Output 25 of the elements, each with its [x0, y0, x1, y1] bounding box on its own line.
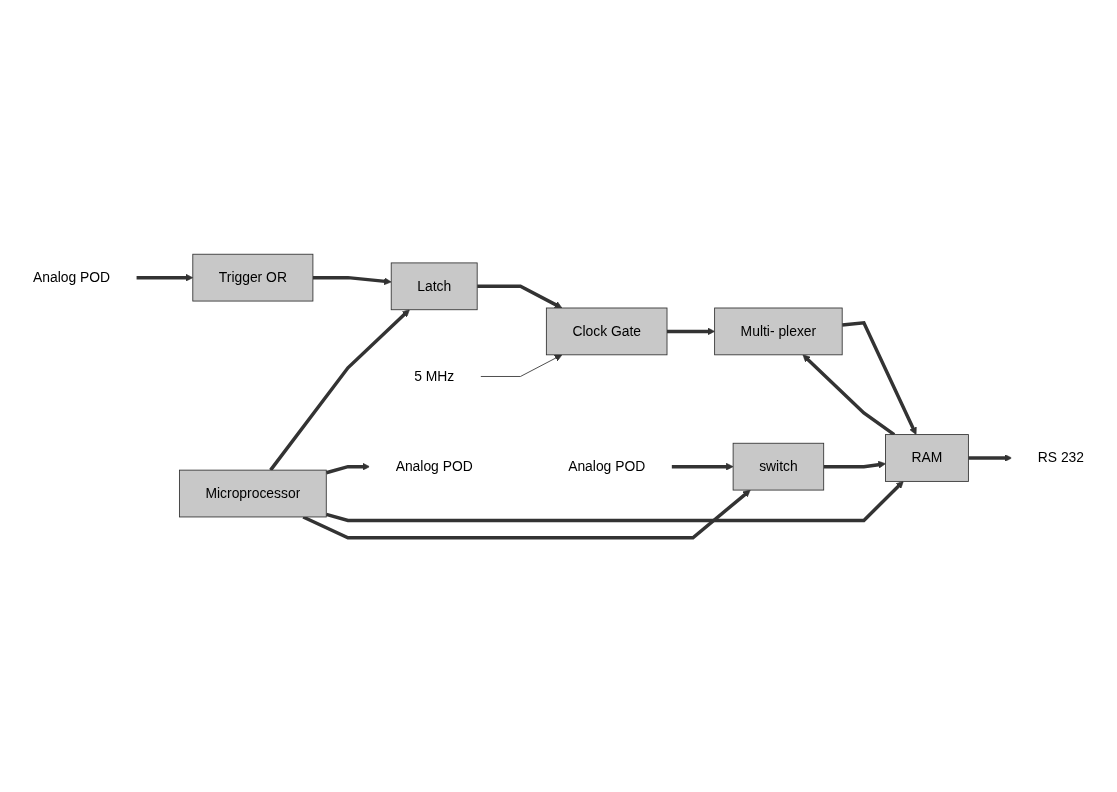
arrow: [269, 309, 410, 472]
node-text: Analog POD: [568, 458, 646, 474]
node-text: RS 232: [1037, 450, 1085, 465]
arrow: [823, 460, 886, 469]
arrow: [667, 327, 715, 336]
arrow: [671, 462, 734, 471]
arrow: [802, 354, 896, 436]
node-box: switch: [732, 442, 825, 491]
arrow: [302, 489, 751, 540]
node-box: Multi- plexer: [714, 307, 843, 356]
arrow: [842, 320, 917, 435]
node-text: 5 MHz: [414, 368, 455, 384]
node-box: Clock Gate: [545, 307, 668, 356]
node-text: Analog POD: [395, 458, 473, 474]
arrow: [136, 273, 194, 282]
arrow: [477, 284, 563, 309]
node-box: Latch: [390, 262, 478, 311]
node-box: RAM: [885, 434, 969, 482]
arrow: [968, 454, 1013, 462]
arrow: [312, 275, 392, 286]
node-box: Trigger OR: [192, 253, 314, 302]
node-box: Microprocessor: [179, 469, 327, 518]
node-text: Analog POD: [32, 269, 111, 285]
arrow: [325, 462, 370, 475]
arrow: [325, 481, 904, 523]
